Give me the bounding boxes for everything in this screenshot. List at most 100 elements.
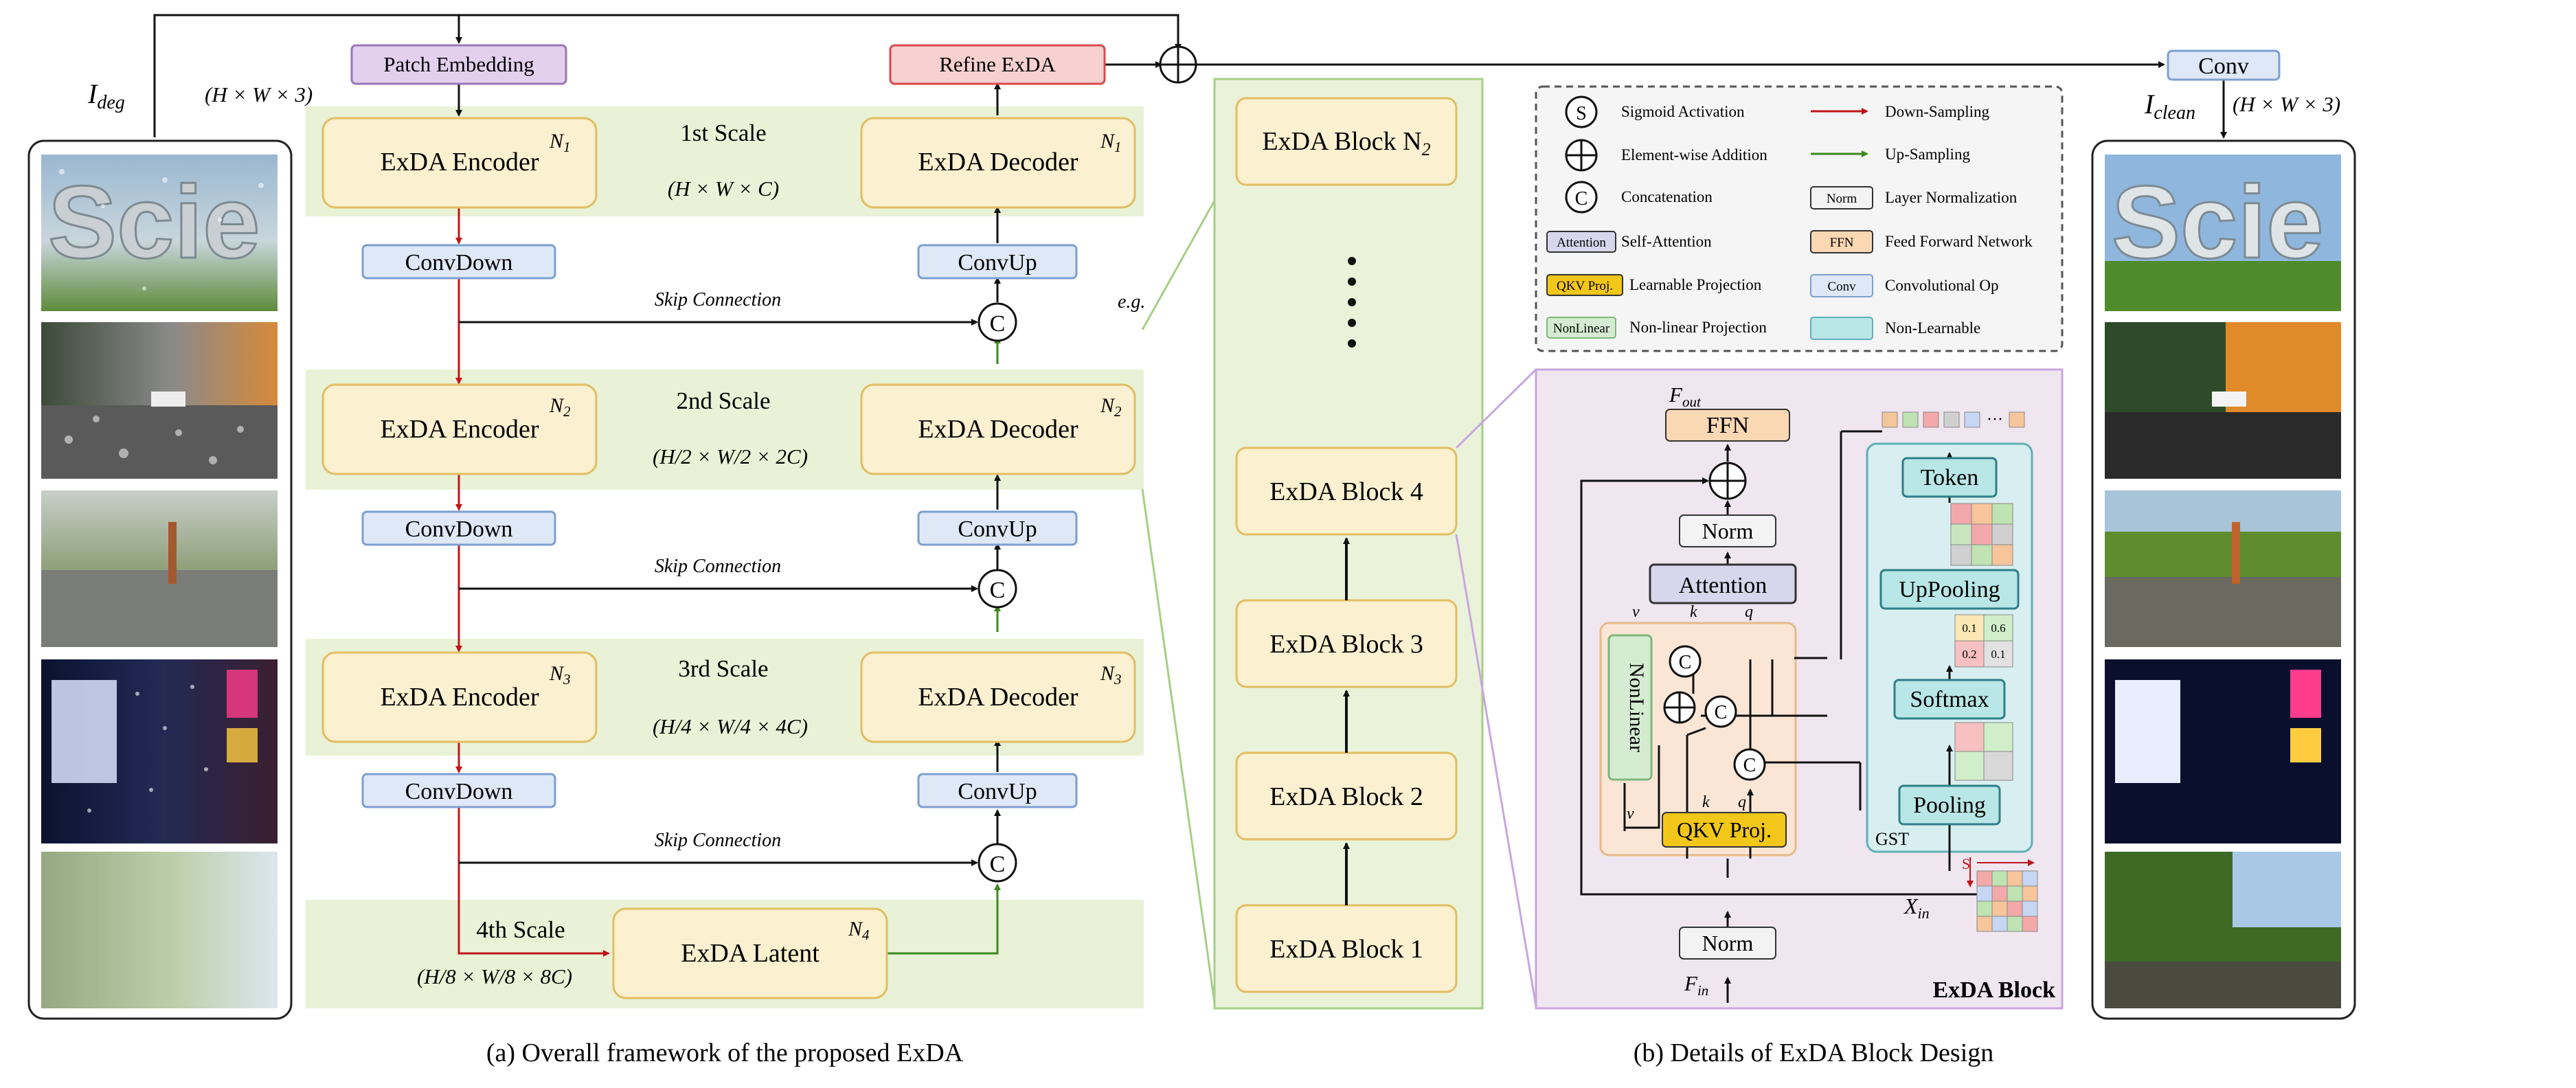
svg-text:Norm: Norm (1827, 192, 1857, 206)
output-image-forest (2105, 852, 2341, 1008)
svg-text:ExDA Block 1: ExDA Block 1 (1269, 935, 1423, 964)
add-symbol-detail (1708, 462, 1747, 500)
svg-text:Non-linear Projection: Non-linear Projection (1629, 319, 1767, 336)
norm-bottom-box: Norm (1679, 927, 1776, 960)
gst-label: GST (1875, 829, 1909, 849)
svg-text:Scie: Scie (2112, 164, 2324, 280)
concat-2: C (978, 569, 1017, 609)
latent-dims: (H/8 × W/8 × 8C) (417, 964, 572, 988)
svg-text:Softmax: Softmax (1910, 687, 1989, 712)
svg-text:Layer Normalization: Layer Normalization (1885, 189, 2018, 206)
svg-text:UpPooling: UpPooling (1899, 577, 2000, 602)
svg-text:ConvUp: ConvUp (958, 517, 1037, 542)
stack-top-label: ExDA Block N2 (1262, 127, 1430, 159)
qkv-v: v (1627, 805, 1634, 823)
svg-text:ExDA Block 4: ExDA Block 4 (1269, 477, 1423, 506)
svg-text:Up-Sampling: Up-Sampling (1885, 146, 1970, 163)
svg-text:C: C (1743, 755, 1756, 776)
encoder-2-label: ExDA Encoder (380, 415, 539, 444)
decoder-3-label: ExDA Decoder (918, 683, 1078, 712)
pooling-box: Pooling (1898, 784, 2001, 826)
legend-nonlinear: NonLinear Non-linear Projection (1546, 317, 1767, 339)
svg-text:Conv: Conv (1827, 280, 1856, 294)
svg-text:Norm: Norm (1702, 519, 1754, 543)
convdown-3: ConvDown (361, 773, 556, 808)
scale-2-dims: (H/2 × W/2 × 2C) (653, 444, 808, 468)
skip-label-1: Skip Connection (655, 289, 781, 310)
scale-3-name: 3rd Scale (678, 655, 768, 682)
input-image-night (41, 659, 278, 843)
conv-out-box (2167, 49, 2281, 81)
caption-a: (a) Overall framework of the proposed Ex… (486, 1039, 964, 1067)
token-box: Token (1901, 457, 1998, 498)
latent-box: ExDA Latent N4 (612, 907, 888, 999)
svg-text:Down-Sampling: Down-Sampling (1885, 103, 1990, 120)
attention-map-mini: 0.1 0.6 0.2 0.1 (1954, 614, 2013, 668)
encoder-scale-3: ExDA Encoder N3 (321, 651, 598, 743)
svg-text:QKV Proj.: QKV Proj. (1677, 817, 1772, 842)
encoder-1-n: N1 (549, 130, 571, 155)
svg-text:0.6: 0.6 (1991, 622, 2005, 635)
qkv-box: QKV Proj. (1662, 812, 1787, 848)
convup-1: ConvUp (917, 244, 1078, 280)
output-dims: (H × W × 3) (2233, 92, 2340, 116)
concat-1: C (978, 302, 1017, 342)
legend-non-learnable: Non-Learnable (1810, 317, 1980, 340)
stack-block-1: ExDA Block 1 (1235, 904, 1458, 993)
scale-2-name: 2nd Scale (676, 387, 770, 414)
qkv-k: k (1702, 793, 1710, 811)
concat-k: C (1704, 695, 1737, 728)
svg-text:Concatenation: Concatenation (1621, 188, 1713, 205)
xin-grid: S (1948, 831, 2038, 932)
conv-out-label: Conv (2198, 54, 2249, 79)
svg-text:S: S (1576, 103, 1587, 124)
svg-text:FFN: FFN (1706, 413, 1749, 438)
scale-3-dims: (H/4 × W/4 × 4C) (653, 714, 808, 738)
svg-text:C: C (1679, 652, 1692, 673)
svg-text:NonLinear: NonLinear (1625, 663, 1648, 752)
svg-text:0.2: 0.2 (1962, 648, 1976, 661)
svg-text:ConvDown: ConvDown (405, 517, 513, 542)
svg-text:Non-Learnable: Non-Learnable (1885, 319, 1980, 337)
zoom-line-top (1141, 200, 1216, 330)
svg-text:Feed Forward Network: Feed Forward Network (1885, 233, 2033, 250)
svg-text:ConvUp: ConvUp (958, 779, 1037, 804)
convup-2: ConvUp (917, 510, 1078, 546)
scale-1-name: 1st Scale (680, 120, 766, 146)
x-in-label: Xin (1903, 894, 1930, 922)
encoder-3-label: ExDA Encoder (380, 683, 539, 712)
add-nonlinear (1663, 691, 1696, 724)
svg-text:FFN: FFN (1830, 236, 1854, 250)
concat-3: C (978, 843, 1017, 883)
svg-text:Sigmoid Activation: Sigmoid Activation (1621, 103, 1745, 120)
svg-text:ConvUp: ConvUp (958, 250, 1037, 275)
legend-panel (1535, 85, 2064, 352)
top-connections (153, 14, 2227, 139)
block-stack-panel (1213, 78, 1484, 1010)
add-symbol-top (1159, 45, 1197, 84)
pooled-grid (1954, 722, 2013, 781)
svg-text:C: C (1715, 702, 1728, 723)
concat-q: C (1733, 748, 1766, 781)
svg-text:Pooling: Pooling (1913, 793, 1986, 818)
svg-text:Learnable Projection: Learnable Projection (1629, 276, 1762, 293)
svg-text:Attention: Attention (1679, 573, 1767, 598)
softmax-box: Softmax (1893, 679, 2006, 720)
input-dims: (H × W × 3) (205, 82, 313, 106)
norm-top-box: Norm (1679, 514, 1776, 547)
latent-scale-name: 4th Scale (476, 916, 565, 943)
svg-text:···: ··· (1987, 411, 2003, 429)
svg-text:NonLinear: NonLinear (1553, 321, 1610, 336)
patch-embedding-box (350, 44, 567, 85)
svg-text:C: C (990, 578, 1006, 603)
legend-qkv: QKV Proj.Learnable Projection (1546, 274, 1762, 296)
zoom-line-detail-top (1455, 368, 1537, 449)
legend-up: Up-Sampling (1811, 146, 1970, 163)
output-image-sign: Scie (2105, 155, 2341, 311)
svg-text:ExDA Block 3: ExDA Block 3 (1269, 630, 1423, 659)
refine-label: Refine ExDA (939, 52, 1056, 76)
